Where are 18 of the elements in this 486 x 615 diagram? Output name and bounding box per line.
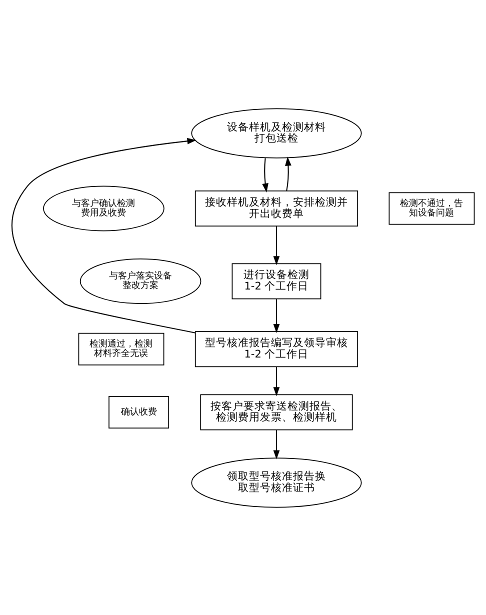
node-box: 接收样机及材料，安排检测并开出收费单 — [194, 190, 358, 226]
arrow — [273, 430, 280, 459]
node-ellipse: 与客户确认检测费用及收费 — [43, 185, 164, 231]
arrow — [273, 298, 280, 333]
arrow — [262, 158, 268, 192]
node-box: 检测不通过，告知设备问题 — [388, 192, 475, 224]
arrow — [12, 137, 196, 333]
node-box: 确认收费 — [108, 396, 170, 428]
node-ellipse: 领取型号核准报告换取型号核准证书 — [191, 457, 362, 508]
node-box: 型号核准报告编写及领导审核 1-2 个工作日 — [194, 330, 358, 367]
node-box: 按客户要求寄送检测报告、检测费用发票、检测样机 — [200, 394, 353, 430]
node-box: 进行设备检测 1-2 个工作日 — [232, 262, 322, 299]
node-ellipse: 与客户落实设备整改方案 — [80, 258, 202, 304]
arrow — [273, 366, 280, 396]
arrow — [273, 226, 280, 265]
arrow — [285, 156, 292, 191]
node-box: 检测通过，检测材料齐全无误 — [78, 332, 164, 365]
node-ellipse: 设备样机及检测材料打包送检 — [191, 108, 362, 158]
